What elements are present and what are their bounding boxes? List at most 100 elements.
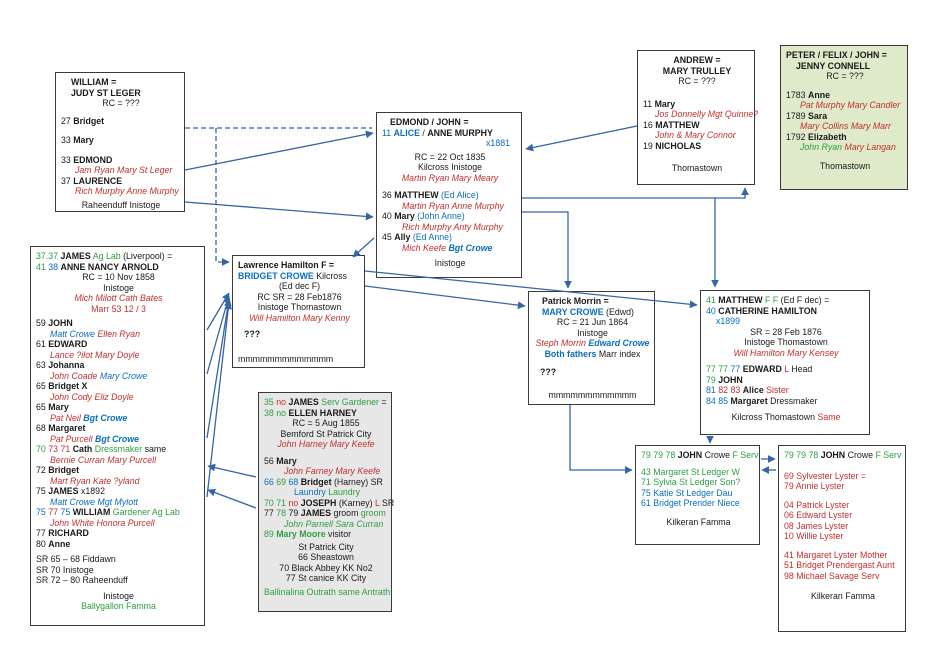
text-segment: 19 (643, 140, 656, 151)
text-segment: Mary (48, 402, 69, 412)
text-segment: 75 (36, 486, 49, 496)
text-segment: SR 65 – 68 Fiddawn (36, 554, 116, 564)
text-segment: Head (791, 364, 813, 374)
text-segment: Gardener (110, 507, 150, 517)
text-segment: Elizabeth (808, 131, 847, 142)
text-segment: Marr 53 12 / 3 (91, 303, 146, 314)
text-segment: Ag Lab (90, 251, 121, 261)
text-segment: Marr index (598, 348, 641, 359)
text-line: Laundry Laundry (264, 487, 388, 498)
text-line: 66 Sheastown (264, 552, 388, 563)
text-segment: Bgt Crowe (448, 242, 493, 253)
text-segment: 80 (36, 538, 49, 549)
text-segment: (Ed F dec) = (780, 295, 830, 305)
text-segment: 82 (718, 385, 731, 395)
connector (207, 488, 257, 509)
text-segment: EDMOND / JOHN = (390, 117, 469, 127)
text-line: 70 Black Abbey KK No2 (264, 563, 388, 574)
text-segment: Dressmaker (92, 444, 143, 454)
text-segment: Matt Crowe (50, 328, 98, 339)
text-line: mmmmmmmmmmmmm (238, 354, 361, 365)
connector (206, 295, 231, 375)
text-segment: Rich Murphy Anty Murphy (402, 221, 503, 232)
text-segment: Ellen Ryan (97, 328, 140, 339)
text-segment: Kilkeran Famma (666, 516, 731, 527)
text-segment: 70 (264, 497, 277, 508)
text-segment: F F (762, 295, 781, 305)
text-segment: Mary (276, 455, 297, 466)
text-segment: RICHARD (48, 528, 89, 538)
text-segment: no (276, 397, 289, 407)
text-line: 04 Patrick Lyster (784, 500, 902, 511)
text-line: 38 no ELLEN HARNEY (264, 408, 388, 419)
text-line: Jos Donnelly Mgt Quinne? (643, 109, 758, 120)
text-line: 1792 Elizabeth (786, 132, 904, 143)
text-line: Inistoge Thomastown (706, 337, 866, 348)
text-segment: 16 (643, 119, 656, 130)
text-segment: WILLIAM = (71, 77, 117, 87)
text-line: Martin Ryan Mary Meary (382, 173, 518, 184)
text-segment: RC = 21 Jun 1864 (556, 317, 629, 327)
text-segment: 59 (36, 318, 49, 328)
text-segment: Lance ?ilot Mary Doyle (50, 349, 140, 360)
text-segment: ANNE MURPHY (427, 127, 493, 138)
text-segment: ELLEN HARNEY (288, 407, 357, 418)
text-segment: JENNY CONNELL (796, 60, 871, 71)
connector (206, 298, 232, 439)
text-line: 71 Sylvia St Ledger Son? (641, 477, 756, 488)
text-line: 37.37 JAMES Ag Lab (Liverpool) = (36, 251, 201, 262)
text-segment: 11 (382, 127, 394, 138)
family-box-matthew-catherine-hamilton: 41 MATTHEW F F (Ed F dec) =40 CATHERINE … (700, 290, 870, 435)
text-segment: 69 (276, 476, 289, 487)
text-segment: 72 (36, 465, 49, 475)
text-segment: 85 (718, 395, 731, 406)
text-segment: Pat Murphy Mary Candler (800, 100, 901, 110)
text-line: Thomastown (643, 163, 751, 174)
text-segment: SR (382, 497, 395, 508)
text-line: 40 Mary (John Anne) (382, 211, 518, 222)
text-segment: 79 79 78 (641, 450, 678, 460)
text-line: (Ed dec F) (238, 281, 361, 292)
text-segment: Inistoge (434, 258, 466, 268)
text-segment: RC = ??? (678, 76, 716, 86)
text-segment: same Antrath (338, 586, 391, 597)
text-line: 72 Bridget (36, 465, 201, 476)
text-segment: groom (331, 508, 359, 518)
text-line: 1783 Anne (786, 90, 904, 101)
text-line: Jam Ryan Mary St Leger (61, 165, 181, 176)
text-segment: 41 (36, 261, 49, 272)
text-line: John Harney Mary Keefe (264, 439, 388, 450)
text-line: 36 MATTHEW (Ed Alice) (382, 190, 518, 201)
text-segment: (Karney) (336, 497, 376, 508)
text-line: x1881 (382, 138, 518, 149)
text-segment: 41 (706, 295, 719, 305)
text-segment: Mary Langan (844, 142, 896, 152)
text-segment: 65 (36, 402, 49, 412)
text-segment: 71 Sylvia St Ledger Son? (641, 477, 741, 487)
text-line: 37 LAURENCE (61, 176, 181, 187)
connector (569, 405, 633, 474)
text-line: Bemford St Patrick City (264, 429, 388, 440)
text-segment: Thomastown (671, 163, 723, 173)
text-line: ANDREW = (643, 55, 751, 66)
text-line: 80 Anne (36, 539, 201, 550)
text-line: Inistoge (382, 258, 518, 269)
text-line: RC = 5 Aug 1855 (264, 418, 388, 429)
text-segment: RC = 10 Nov 1858 (82, 272, 155, 282)
text-segment: 04 Patrick Lyster (784, 499, 850, 510)
text-line: Bernie Curran Mary Purcell (36, 455, 201, 466)
text-line: 61 EDWARD (36, 339, 201, 350)
census-box-james-ellen-harney: 35 no JAMES Serv Gardener =38 no ELLEN H… (258, 392, 395, 612)
text-segment: 06 Edward Lyster (784, 510, 853, 520)
text-line: Pat Purcell Bgt Crowe (36, 434, 201, 445)
text-segment: Inistoge (103, 282, 134, 293)
text-line: RC = 22 Oct 1835 (382, 152, 518, 163)
text-segment: Serv (740, 450, 759, 460)
text-segment: groom (358, 508, 386, 518)
text-segment: 11 (643, 98, 655, 109)
text-segment: 83 (730, 385, 743, 395)
text-segment: John Coade (50, 370, 100, 381)
text-line: 41 MATTHEW F F (Ed F dec) = (706, 295, 866, 306)
text-segment: mmmmmmmmmmmm (548, 389, 637, 400)
